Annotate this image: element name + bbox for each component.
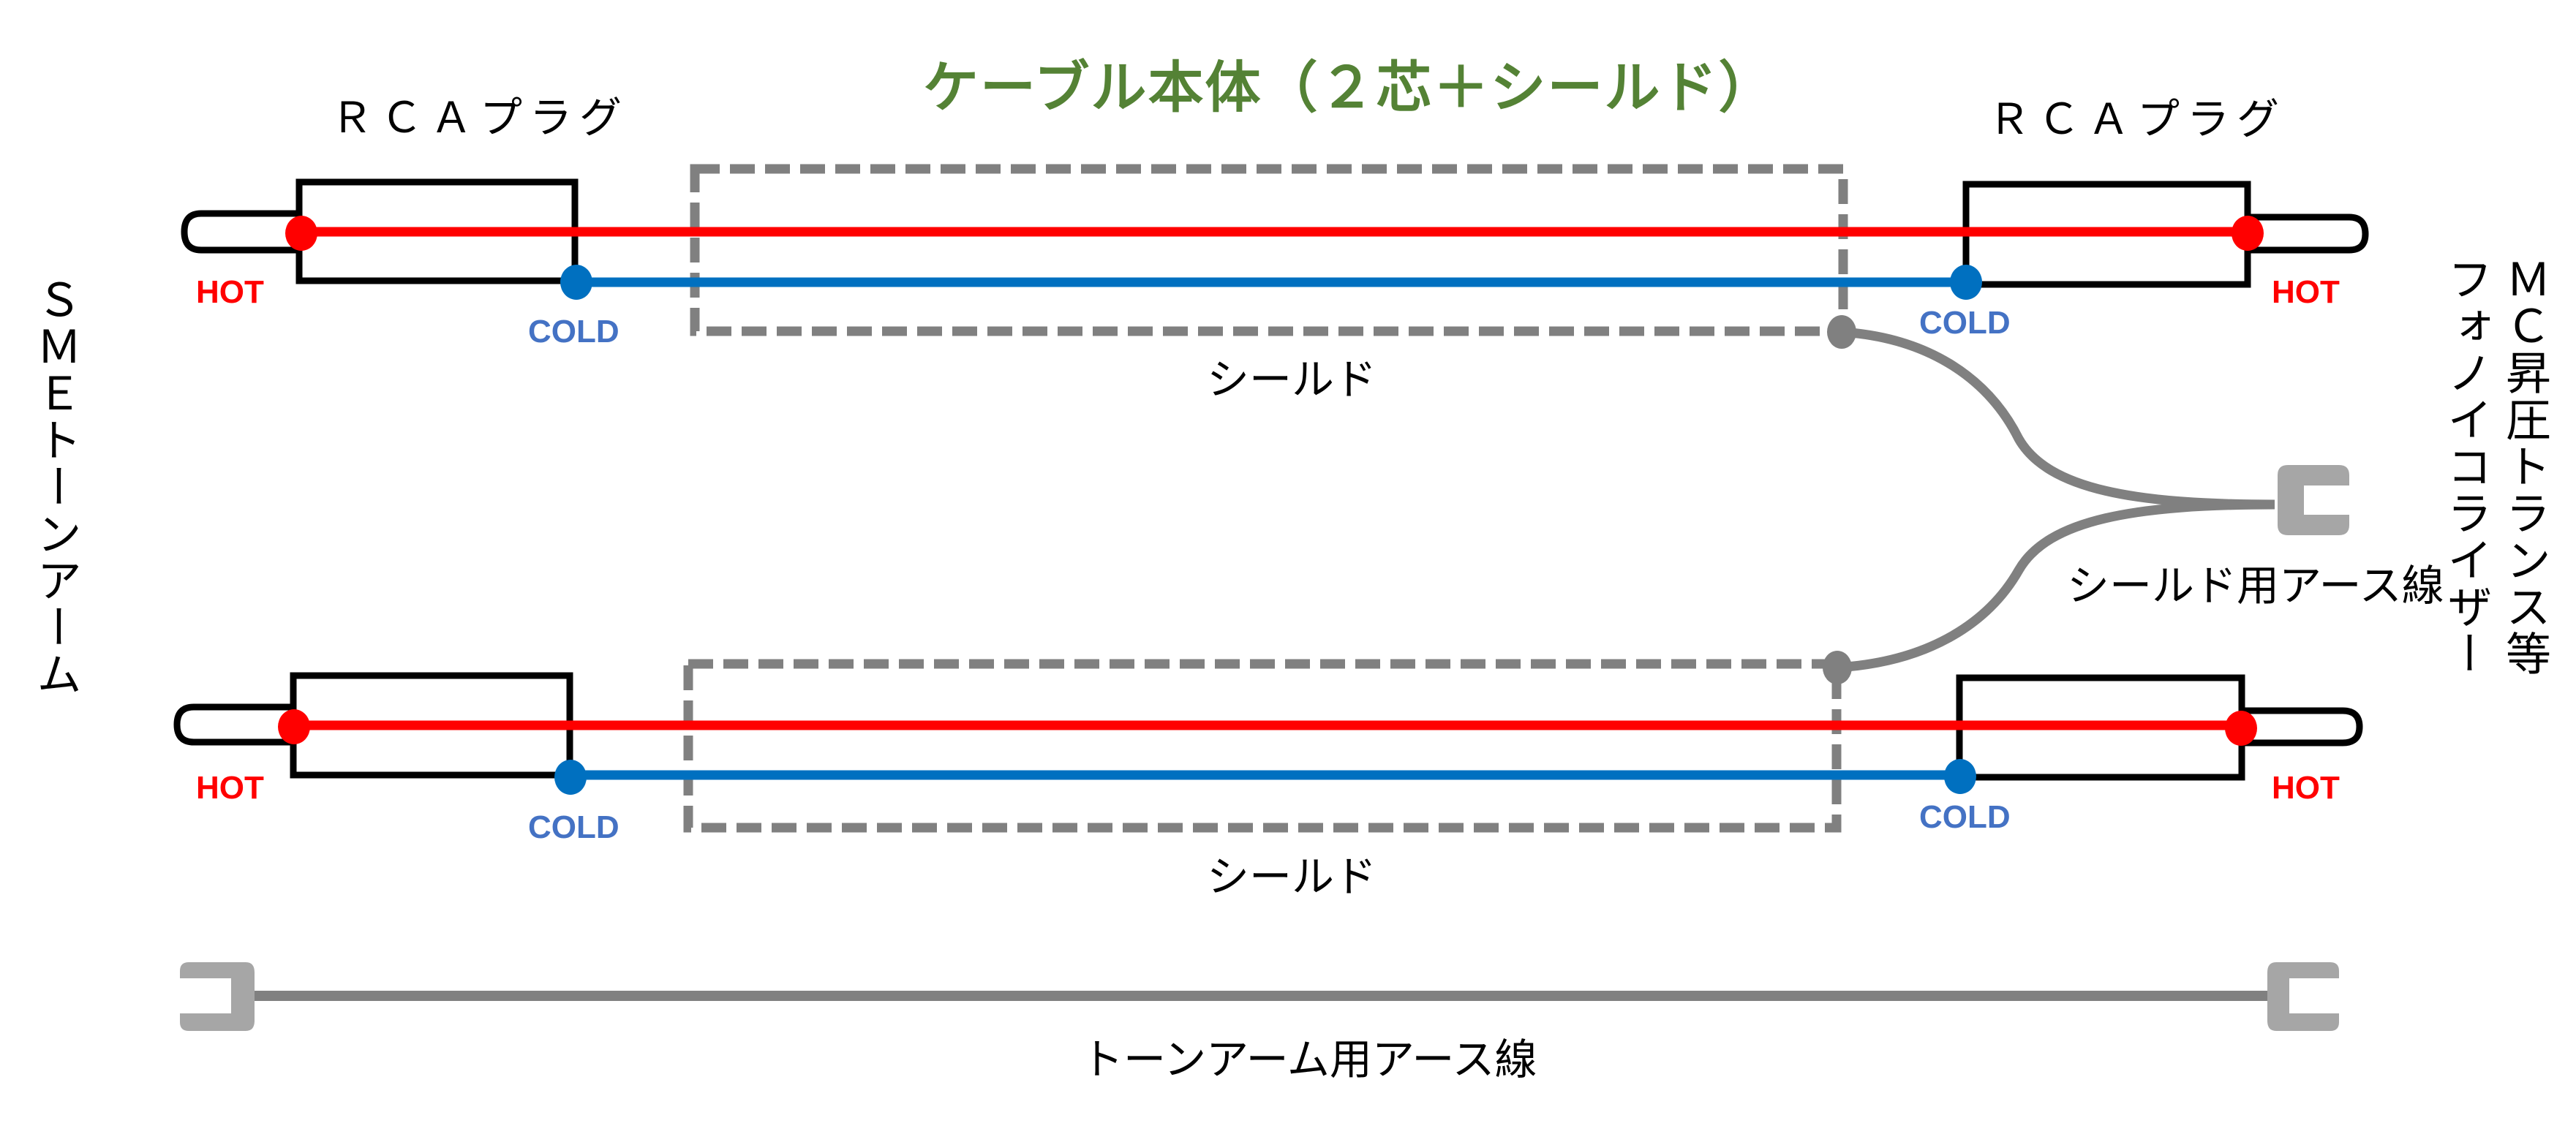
bottom-left-hot-dot	[278, 709, 310, 744]
bottom-left-cold-label: COLD	[528, 809, 619, 845]
bottom-left-cold-dot	[554, 760, 587, 795]
top-right-cold-label: COLD	[1919, 305, 2011, 341]
bottom-right-plug-pin	[2242, 707, 2363, 747]
bottom-shield-box	[683, 659, 1842, 833]
bottom-right-hot-label: HOT	[2272, 770, 2340, 806]
bottom-right-cold-dot	[1944, 759, 1976, 794]
top-left-cold-dot	[560, 265, 592, 300]
tonearm-earth-lug-right-icon	[2267, 962, 2339, 1031]
tonearm-earth-label: トーンアーム用アース線	[1081, 1035, 1537, 1084]
shield-earth-lug-icon	[2278, 465, 2349, 535]
top-right-hot-label: HOT	[2272, 274, 2340, 310]
top-left-hot-label: HOT	[196, 274, 264, 310]
shield-earth-label: シールド用アース線	[2067, 561, 2444, 611]
top-shield-box	[690, 164, 1848, 336]
tonearm-earth-lug-left-icon	[180, 962, 255, 1031]
top-left-plug-label: ＲＣＡプラグ	[331, 93, 630, 143]
bottom-right-hot-dot	[2225, 711, 2257, 746]
top-left-cold-label: COLD	[528, 314, 619, 349]
bottom-left-plug-pin	[173, 703, 293, 746]
top-right-cold-dot	[1950, 265, 1982, 300]
bottom-right-cold-label: COLD	[1919, 799, 2011, 835]
bottom-left-hot-label: HOT	[196, 770, 264, 806]
bottom-cable	[173, 651, 2363, 833]
top-shield-label: シールド	[1207, 355, 1377, 404]
left-device-label: ＳＭＥトーンアーム	[29, 276, 82, 698]
tonearm-earth-wire	[180, 962, 2339, 1031]
diagram-title: ケーブル本体（２芯＋シールド）	[923, 55, 1776, 120]
shield-earth-wire	[1837, 327, 2349, 673]
top-right-hot-dot	[2232, 216, 2264, 251]
top-cable	[181, 164, 2369, 349]
top-right-plug-pin	[2248, 213, 2369, 254]
top-left-plug-pin	[181, 210, 299, 254]
right-device-label-line2: フォノイコライザー	[2439, 256, 2493, 677]
top-left-hot-dot	[285, 216, 317, 251]
top-right-plug-label: ＲＣＡプラグ	[1988, 94, 2287, 144]
bottom-shield-label: シールド	[1207, 852, 1377, 902]
right-device-label-line1: ＭＣ昇圧トランス等	[2498, 256, 2551, 677]
